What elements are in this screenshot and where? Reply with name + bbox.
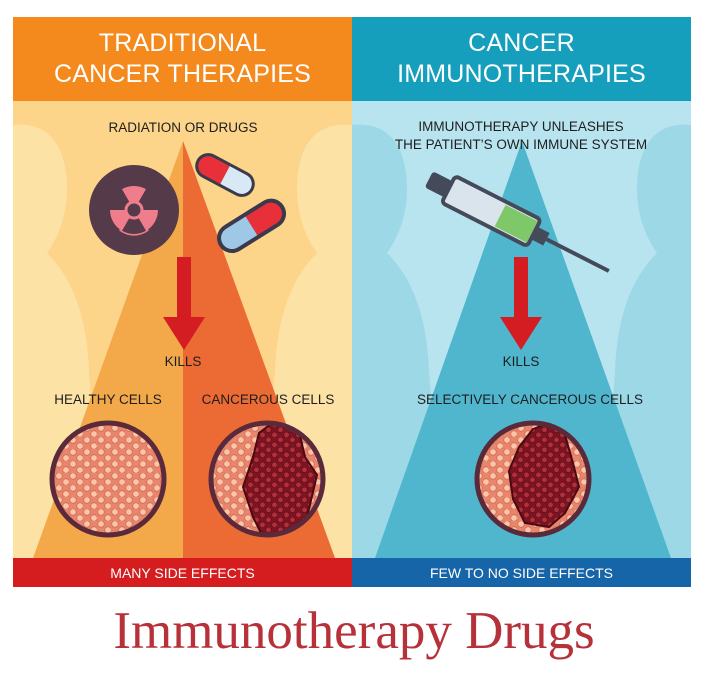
radiation-or-drugs-label: RADIATION OR DRUGS [108,120,258,135]
selectively-cancerous-cells-label: SELECTIVELY CANCEROUS CELLS [416,392,644,407]
right-cone [375,141,671,558]
radiation-icon [89,165,179,255]
left-panel-header: TRADITIONAL CANCER THERAPIES [13,17,352,101]
capsule-icon [195,153,287,254]
syringe-icon [425,172,610,273]
healthy-cells-label: HEALTHY CELLS [54,392,162,407]
arrow-down-icon [163,257,205,350]
left-kills-label: KILLS [164,354,202,369]
left-header-line-1: TRADITIONAL [98,29,267,57]
immunotherapy-line-2: THE PATIENT’S OWN IMMUNE SYSTEM [394,137,648,152]
cell-cluster-icon [208,420,326,538]
immunotherapy-line-1: IMMUNOTHERAPY UNLEASHES [418,119,624,134]
left-panel-footer: MANY SIDE EFFECTS [13,558,352,587]
cancerous-cells-label: CANCEROUS CELLS [201,392,335,407]
right-kills-label: KILLS [502,354,540,369]
cell-cluster-icon [49,420,167,538]
right-panel-footer: FEW TO NO SIDE EFFECTS [352,558,691,587]
right-header-line-2: IMMUNOTHERAPIES [397,60,646,88]
cell-cluster-icon [474,420,592,538]
right-header-line-1: CANCER [468,29,575,57]
infographic: TRADITIONAL CANCER THERAPIES CANCER IMMU… [13,17,691,587]
right-panel-header: CANCER IMMUNOTHERAPIES [352,17,691,101]
page-caption: Immunotherapy Drugs [113,602,595,660]
immunotherapy-description: IMMUNOTHERAPY UNLEASHES THE PATIENT’S OW… [373,118,669,154]
left-header-line-2: CANCER THERAPIES [54,60,311,88]
infographic-artwork [13,101,691,558]
arrow-down-icon [500,257,542,350]
